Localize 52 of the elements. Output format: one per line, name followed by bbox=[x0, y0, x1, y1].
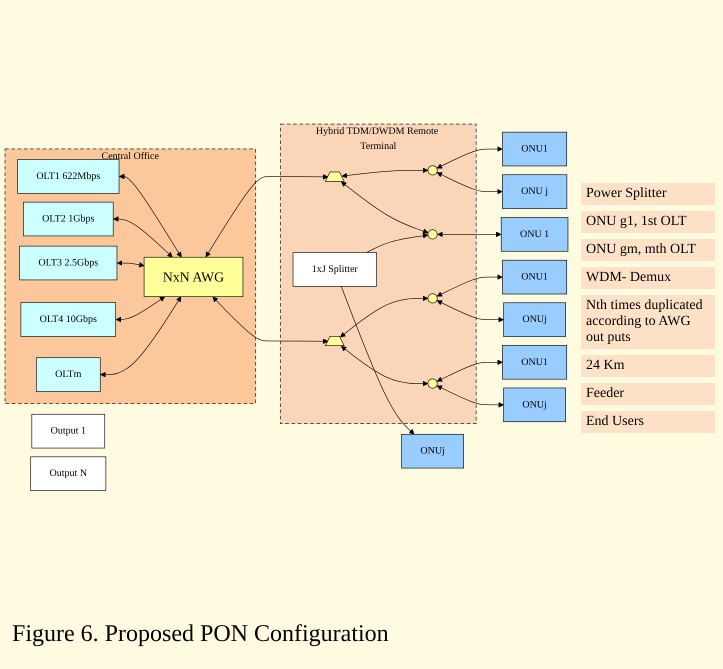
node-trapezoid bbox=[324, 336, 345, 346]
node-box: ONUj bbox=[503, 302, 566, 338]
arrow bbox=[341, 182, 428, 234]
arrow bbox=[340, 296, 428, 338]
arrow bbox=[341, 346, 428, 386]
node-box: OLT4 10Gbps bbox=[20, 302, 116, 337]
arrow bbox=[342, 168, 428, 178]
node-box: ONUj bbox=[401, 434, 464, 469]
node-box: Output N bbox=[30, 456, 106, 492]
note-text: 24 Km bbox=[581, 354, 715, 376]
note-text: Feeder bbox=[581, 382, 715, 404]
arrow bbox=[436, 146, 503, 169]
node-box: ONU1 bbox=[502, 260, 568, 294]
arrow bbox=[100, 296, 182, 378]
node-box: ONU1 bbox=[502, 345, 568, 380]
node-box: Output 1 bbox=[32, 414, 106, 449]
node-box: OLTm bbox=[36, 358, 101, 392]
node-circle bbox=[428, 230, 438, 240]
note-text: ONU g1, 1st OLT bbox=[581, 210, 715, 232]
node-box: OLT2 1Gbps bbox=[23, 202, 114, 236]
node-box: 1xJ Splitter bbox=[292, 252, 377, 287]
node-circle bbox=[428, 166, 438, 176]
note-text: Power Splitter bbox=[581, 182, 715, 204]
arrow bbox=[436, 172, 503, 195]
node-box: OLT1 622Mbps bbox=[17, 159, 120, 194]
figure-caption: Figure 6. Proposed PON Configuration bbox=[11, 620, 390, 649]
arrow bbox=[437, 232, 502, 238]
arrow bbox=[340, 286, 414, 435]
note-text: ONU gm, mth OLT bbox=[581, 238, 715, 260]
arrow bbox=[436, 300, 504, 323]
arrow bbox=[436, 386, 504, 408]
node-box: ONU j bbox=[502, 174, 568, 210]
arrow bbox=[366, 233, 428, 254]
arrow bbox=[212, 296, 328, 344]
note-text: Nth times duplicated according to AWG out puts bbox=[581, 294, 715, 348]
node-circle bbox=[428, 294, 438, 304]
node-box: ONU1 bbox=[502, 132, 568, 166]
arrow bbox=[113, 216, 173, 258]
node-circle bbox=[428, 378, 438, 389]
note-text: WDM- Demux bbox=[581, 266, 715, 288]
arrow bbox=[206, 174, 328, 258]
node-box: ONU 1 bbox=[500, 217, 568, 252]
node-box: OLT3 2.5Gbps bbox=[19, 246, 118, 280]
arrow bbox=[119, 174, 182, 258]
arrow bbox=[436, 274, 503, 297]
arrow bbox=[116, 296, 166, 322]
node-trapezoid bbox=[324, 172, 345, 182]
node-box: ONUj bbox=[503, 388, 566, 422]
arrow bbox=[116, 260, 144, 268]
node-box: NxN AWG bbox=[144, 257, 244, 298]
arrow bbox=[436, 360, 503, 382]
note-text: End Users bbox=[581, 410, 715, 432]
